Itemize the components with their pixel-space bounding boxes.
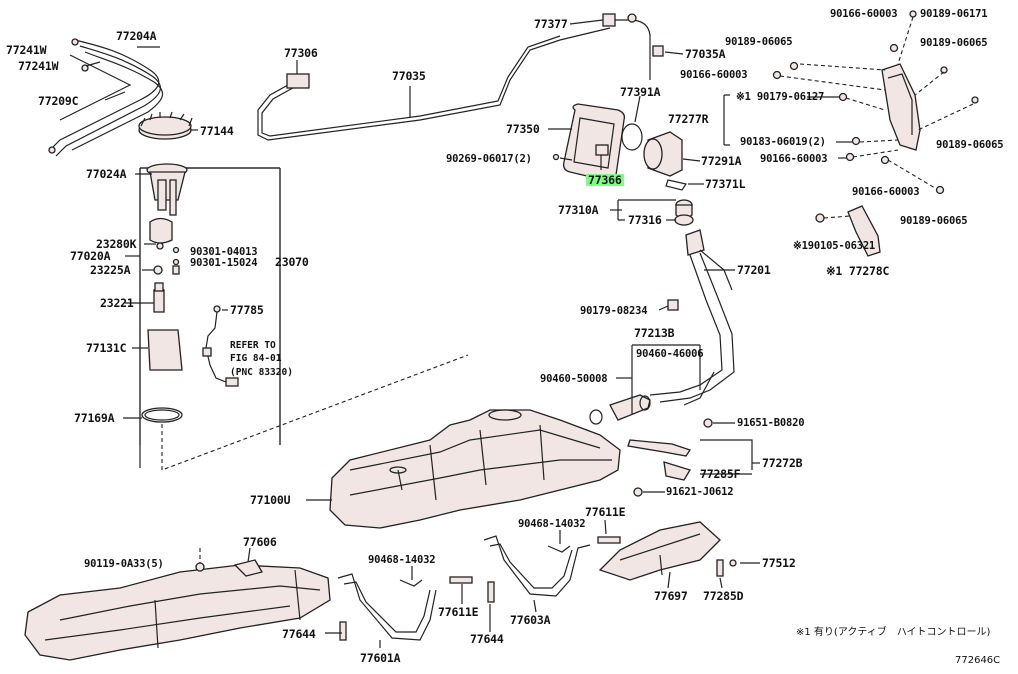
diagram-code: 772646C	[955, 655, 1001, 666]
label-90189-06065-right: 90189-06065	[920, 37, 988, 49]
strap-bracket	[598, 521, 737, 581]
label-77131C: 77131C	[86, 341, 127, 355]
label-77601A: 77601A	[360, 651, 401, 665]
label-77100U: 77100U	[250, 493, 291, 507]
heat-shield	[723, 10, 979, 257]
refer-note-line3: (PNC 83320)	[230, 367, 293, 378]
label-23070: 23070	[275, 255, 309, 269]
label-23225A: 23225A	[90, 263, 131, 277]
refer-note-line1: REFER TO	[230, 340, 276, 351]
label-77611E-right: 77611E	[585, 505, 626, 519]
label-77603A: 77603A	[510, 613, 551, 627]
label-77377: 77377	[534, 17, 568, 31]
label-77241W-lower: 77241W	[18, 59, 59, 73]
label-90189-06065-lower: 90189-06065	[900, 215, 968, 227]
fuel-filler-door	[552, 103, 626, 182]
label-91621-J0612: 91621-J0612	[666, 486, 734, 498]
label-90460-46006: 90460-46006	[636, 348, 704, 360]
label-77285F: 77285F	[700, 467, 741, 481]
label-77277R: 77277R	[668, 112, 709, 126]
filler-cap-parts	[621, 123, 687, 191]
label-90183-06019: 90183-06019(2)	[740, 136, 826, 148]
label-77366-highlighted[interactable]: 77366	[586, 173, 624, 187]
label-77606: 77606	[243, 535, 277, 549]
label-90166-60003-lower: 90166-60003	[852, 186, 920, 198]
label-77512: 77512	[762, 556, 796, 570]
label-77020A: 77020A	[70, 249, 111, 263]
label-77213B: 77213B	[634, 326, 675, 340]
label-77306: 77306	[284, 46, 318, 60]
label-77310A: 77310A	[558, 203, 599, 217]
fuel-pump-parts	[141, 217, 183, 423]
fuel-tank	[329, 409, 621, 529]
label-90179-08234: 90179-08234	[580, 305, 648, 317]
label-77272B: 77272B	[762, 456, 803, 470]
label-90189-06065-mid: 90189-06065	[936, 139, 1004, 151]
label-77285D: 77285D	[703, 589, 744, 603]
tank-bracket	[627, 418, 713, 497]
label-77697: 77697	[654, 589, 688, 603]
label-77785: 77785	[230, 303, 264, 317]
label-90119-0A33: 90119-0A33(5)	[84, 558, 164, 570]
label-77035A: 77035A	[685, 47, 726, 61]
pump-bracket	[146, 163, 188, 216]
label-77391A: 77391A	[620, 85, 661, 99]
label-90189-06171: 90189-06171	[920, 8, 988, 20]
label-90269-06017: 90269-06017(2)	[446, 153, 532, 165]
label-77035: 77035	[392, 69, 426, 83]
label-90460-50008: 90460-50008	[540, 373, 608, 385]
label-77644-left: 77644	[282, 627, 316, 641]
label-23221: 23221	[100, 296, 134, 310]
label-77144: 77144	[200, 124, 234, 138]
pump-to-tank-leader	[161, 354, 469, 471]
fuel-pump-assembly-box	[125, 167, 281, 468]
label-77169A: 77169A	[74, 411, 115, 425]
sender-tube	[257, 13, 664, 141]
label-77204A: 77204A	[116, 29, 157, 43]
label-90301-15024: 90301-15024	[190, 257, 258, 269]
fuel-tube-assembly	[48, 38, 164, 157]
label-77278C: ※1 77278C	[826, 264, 890, 278]
label-77209C: 77209C	[38, 94, 79, 108]
label-90166-60003-left: 90166-60003	[680, 69, 748, 81]
filler-hose	[589, 394, 651, 425]
label-77241W-upper: 77241W	[6, 43, 47, 57]
label-77024A: 77024A	[86, 167, 127, 181]
footnote: ※1 有り(アクティブ ハイトコントロール)	[796, 627, 991, 638]
wire-harness	[202, 305, 239, 387]
label-90166-60003-mid: 90166-60003	[760, 153, 828, 165]
label-77201: 77201	[737, 263, 771, 277]
tank-straps	[337, 535, 621, 641]
label-90179-06127: ※1 90179-06127	[736, 91, 825, 103]
label-77350: 77350	[506, 122, 540, 136]
label-90468-14032-left: 90468-14032	[368, 554, 436, 566]
label-90468-14032-right: 90468-14032	[518, 518, 586, 530]
tank-protector	[24, 559, 331, 661]
label-90301-04013: 90301-04013	[190, 246, 258, 258]
label-77291A: 77291A	[701, 154, 742, 168]
filler-neck	[649, 199, 735, 406]
label-77316: 77316	[628, 213, 662, 227]
label-90105-06321: ※190105-06321	[793, 240, 876, 252]
label-77644-right: 77644	[470, 632, 504, 646]
refer-note-line2: FIG 84-01	[230, 353, 282, 364]
label-90189-06065-top: 90189-06065	[725, 36, 793, 48]
locking-ring	[138, 111, 193, 140]
leader-lines	[85, 19, 852, 648]
label-77371L: 77371L	[705, 177, 746, 191]
label-91651-B0820: 91651-B0820	[737, 417, 805, 429]
label-23280K: 23280K	[96, 237, 137, 251]
label-77611E-left: 77611E	[438, 605, 479, 619]
label-90166-60003-top: 90166-60003	[830, 8, 898, 20]
